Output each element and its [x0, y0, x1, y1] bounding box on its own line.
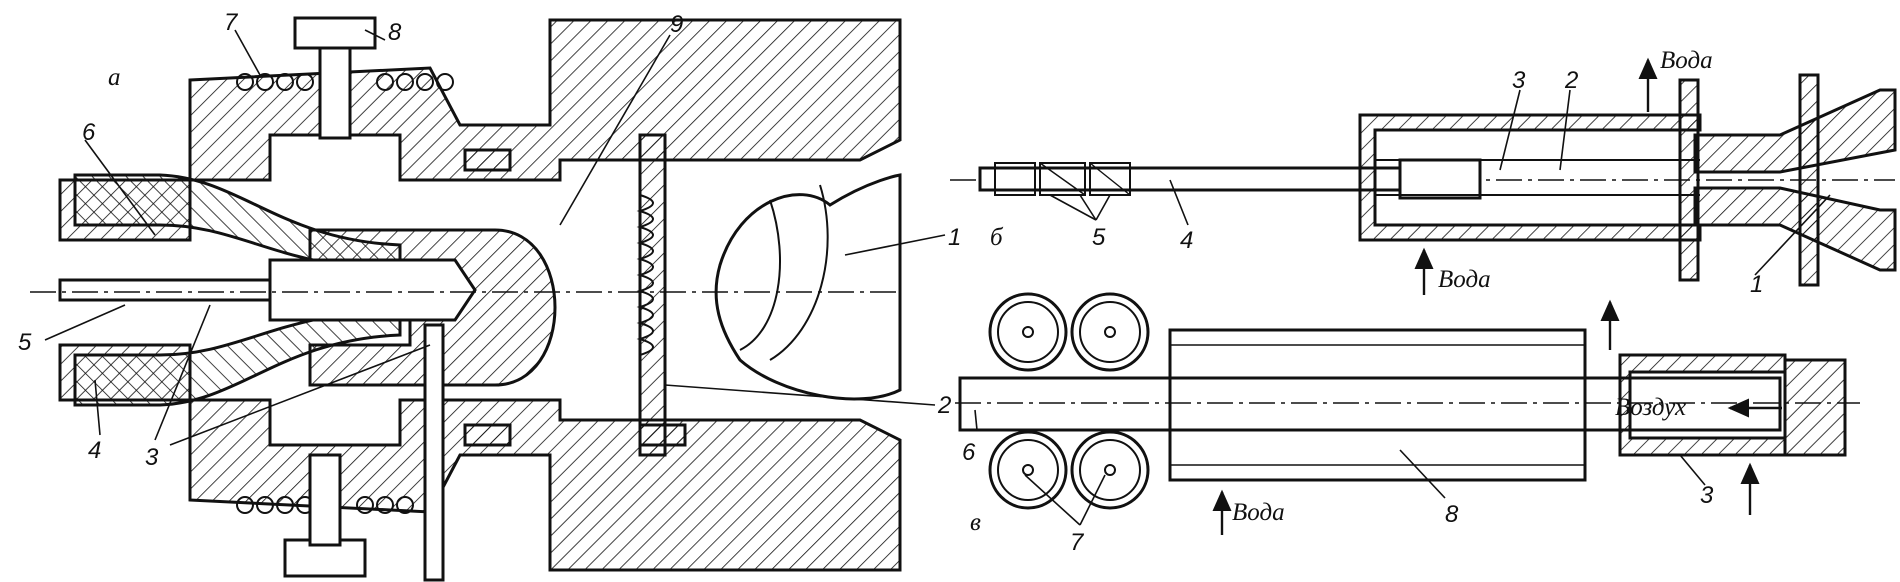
panel-a-extruder-head — [30, 16, 946, 582]
roller-bottom-right — [1070, 430, 1150, 510]
label-b-4: 4 — [1180, 227, 1193, 254]
label-a-6: 6 — [82, 119, 96, 146]
panel-label-b: б — [990, 224, 1004, 251]
label-a-4: 4 — [88, 437, 101, 464]
label-a-5: 5 — [18, 329, 32, 356]
label-b-2: 2 — [1564, 67, 1578, 94]
panel-v-calibrator — [955, 292, 1860, 535]
label-b-water-top: Вода — [1660, 47, 1713, 74]
label-a-1: 1 — [948, 224, 961, 251]
label-b-1: 1 — [1750, 271, 1763, 298]
panel-b-assembly — [950, 57, 1897, 295]
label-a-8: 8 — [388, 19, 402, 46]
extruded-tube — [958, 376, 1782, 432]
bolt-head-top — [293, 16, 377, 50]
label-v-7: 7 — [1070, 529, 1085, 556]
heater-coil-bottom — [236, 496, 414, 514]
label-v-air: Воздух — [1615, 394, 1686, 421]
panel-label-v: в — [970, 509, 981, 536]
label-v-6: 6 — [962, 439, 976, 466]
label-b-3: 3 — [1512, 67, 1526, 94]
label-a-9: 9 — [670, 11, 683, 38]
label-v-8: 8 — [1445, 501, 1459, 528]
heater-coil-top — [236, 73, 454, 91]
panel-label-a: а — [108, 64, 121, 91]
roller-top-left — [988, 292, 1068, 372]
label-b-water-bottom: Вода — [1438, 266, 1491, 293]
label-b-5: 5 — [1092, 224, 1106, 251]
roller-top-right — [1070, 292, 1150, 372]
label-a-7: 7 — [224, 9, 239, 36]
label-a-3: 3 — [145, 444, 159, 471]
screen-coil — [636, 194, 654, 356]
label-v-3: 3 — [1700, 482, 1714, 509]
label-a-2: 2 — [937, 392, 951, 419]
label-v-water: Вода — [1232, 499, 1285, 526]
roller-bottom-left — [988, 430, 1068, 510]
